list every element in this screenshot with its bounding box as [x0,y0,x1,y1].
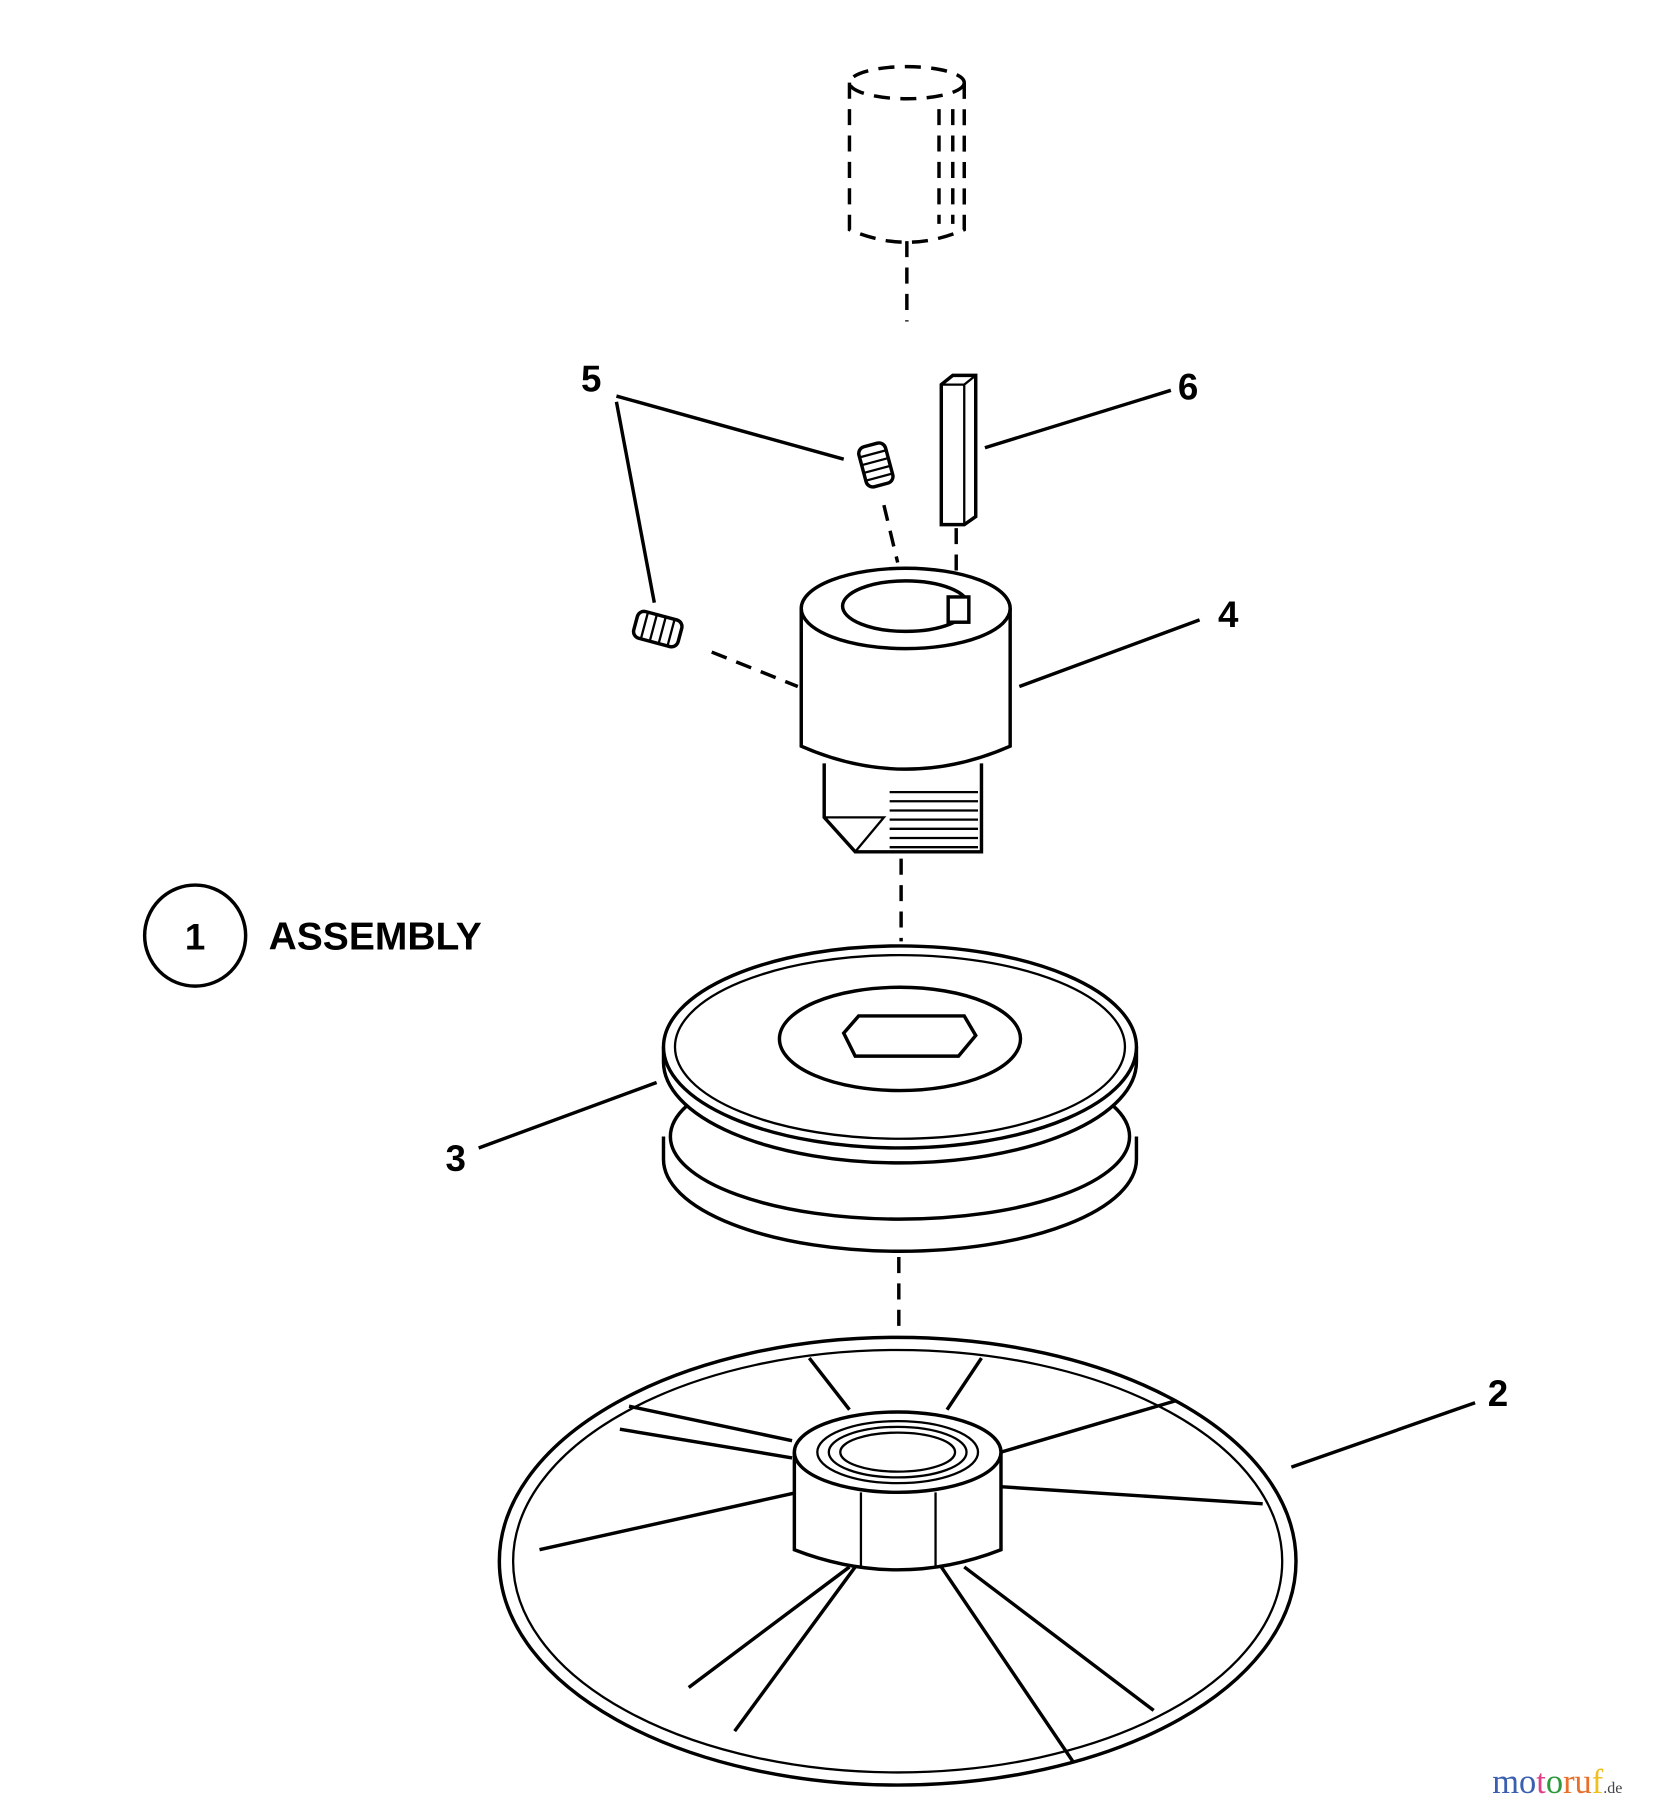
base-disc-part [497,1335,1476,1787]
set-screws-part [614,394,900,689]
pulley-part [478,944,1139,1338]
callout-6: 6 [1178,367,1198,408]
hub-part [799,566,1201,942]
watermark-logo: motoruf.de [1492,1763,1622,1800]
assembly-circle [142,883,248,988]
crankshaft-phantom [847,64,966,322]
key-part [939,373,1172,626]
assembly-label: ASSEMBLY [269,915,482,958]
callout-5: 5 [581,358,601,399]
assembly-legend: 1 ASSEMBLY [142,883,482,988]
callout-2: 2 [1488,1373,1508,1414]
assembly-number: 1 [185,916,205,957]
callout-4: 4 [1218,594,1239,635]
callout-3: 3 [446,1138,466,1179]
